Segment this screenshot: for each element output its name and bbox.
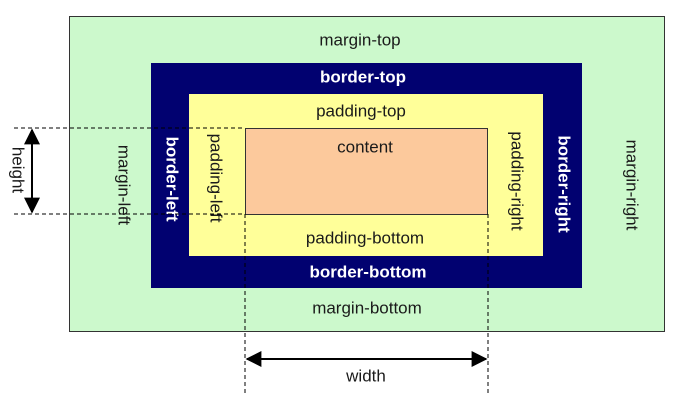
padding-bottom-label: padding-bottom [305, 228, 425, 248]
margin-bottom-label: margin-bottom [312, 298, 422, 318]
height-label: height [8, 146, 28, 194]
content-label: content [337, 137, 393, 157]
border-top-label: border-top [320, 67, 406, 87]
border-bottom-label: border-bottom [309, 262, 427, 282]
width-label: width [346, 366, 386, 386]
padding-top-label: padding-top [316, 101, 406, 121]
content-area [245, 128, 488, 215]
margin-top-label: margin-top [319, 30, 401, 50]
